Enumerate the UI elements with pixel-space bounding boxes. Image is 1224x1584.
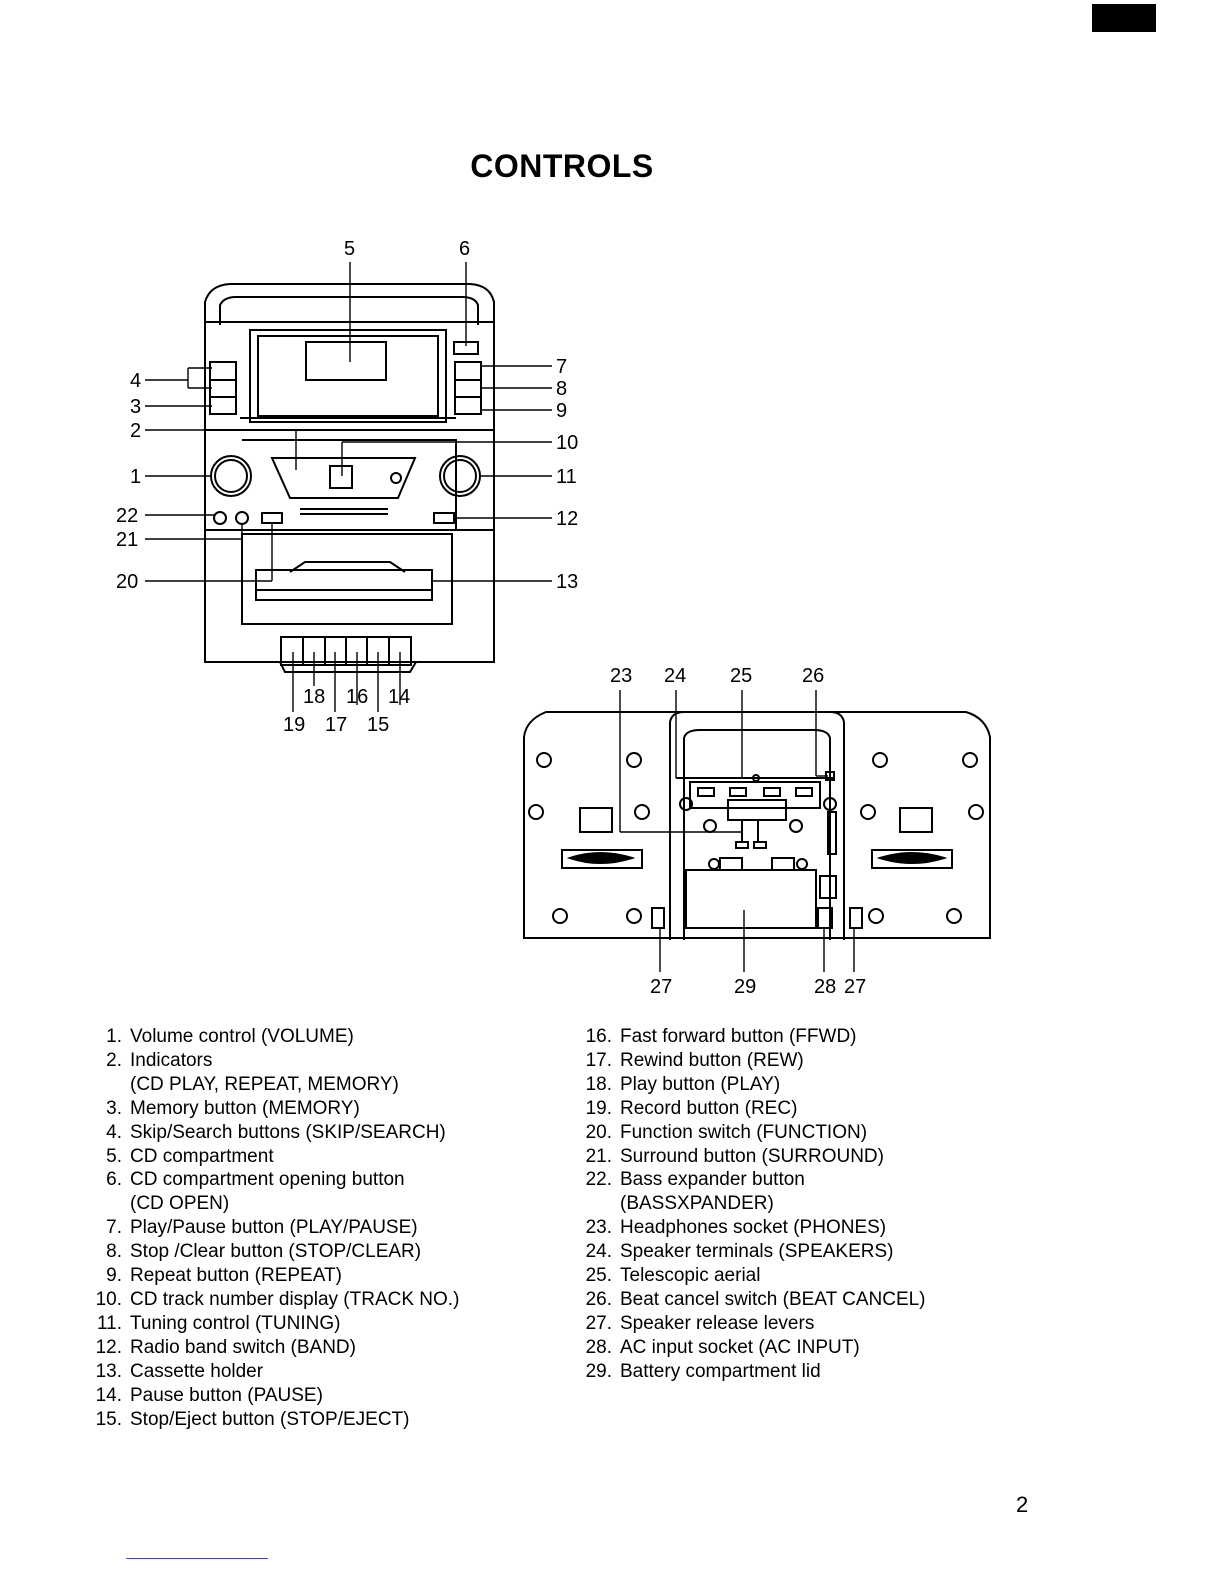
label-8: 8 [556, 378, 567, 400]
list-item: 4.Skip/Search buttons (SKIP/SEARCH) [106, 1121, 446, 1143]
label-25: 25 [730, 665, 752, 687]
label-3: 3 [130, 396, 141, 418]
label-28: 28 [814, 976, 836, 998]
list-item: 23.Headphones socket (PHONES) [585, 1217, 887, 1239]
list-item: 8.Stop /Clear button (STOP/CLEAR) [106, 1241, 422, 1263]
battery-compartment-lid [685, 869, 817, 929]
label-16: 16 [346, 686, 368, 708]
list-item: 16.Fast forward button (FFWD) [585, 1026, 857, 1047]
controls-list-right: 16.Fast forward button (FFWD) 17.Rewind … [580, 1025, 926, 1384]
list-item: 21.Surround button (SURROUND) [585, 1145, 884, 1167]
right-release-lever [849, 907, 863, 929]
label-15: 15 [367, 714, 389, 736]
list-item: 3.Memory button (MEMORY) [106, 1097, 360, 1119]
list-item: 6.CD compartment opening button [106, 1169, 405, 1191]
label-1: 1 [130, 466, 141, 488]
list-item: (CD OPEN) [130, 1193, 230, 1215]
label-27-right: 27 [844, 976, 866, 998]
list-item: 24.Speaker terminals (SPEAKERS) [585, 1241, 894, 1263]
ac-input-socket [817, 907, 833, 929]
cd-compartment-window [305, 341, 387, 381]
label-26: 26 [802, 665, 824, 687]
cd-compartment-lid [249, 329, 447, 423]
list-item: 19.Record button (REC) [585, 1097, 798, 1119]
page-title: CONTROLS [470, 148, 654, 185]
label-23: 23 [610, 665, 632, 687]
control-panel [270, 457, 417, 499]
corner-tab-mark [1092, 4, 1156, 32]
label-2: 2 [130, 420, 141, 442]
list-item: 10.CD track number display (TRACK NO.) [95, 1288, 460, 1310]
label-11: 11 [556, 466, 577, 488]
list-item: 7.Play/Pause button (PLAY/PAUSE) [106, 1217, 418, 1239]
label-18: 18 [303, 686, 325, 708]
list-item: 9.Repeat button (REPEAT) [106, 1265, 342, 1287]
controls-list-left: 1.Volume control (VOLUME) 2.Indicators (… [90, 1025, 460, 1431]
cassette-section-body [204, 529, 495, 663]
list-item: 26.Beat cancel switch (BEAT CANCEL) [585, 1288, 926, 1310]
list-item: 25.Telescopic aerial [585, 1265, 761, 1287]
rear-center-panel [669, 711, 845, 940]
bass-button [213, 511, 227, 525]
list-item: (CD PLAY, REPEAT, MEMORY) [130, 1073, 399, 1095]
list-item: 1.Volume control (VOLUME) [106, 1026, 354, 1047]
label-19: 19 [283, 714, 305, 736]
label-7: 7 [556, 356, 567, 378]
left-release-lever [651, 907, 665, 929]
list-item: 5.CD compartment [106, 1145, 274, 1167]
label-9: 9 [556, 400, 567, 422]
list-item: (BASSXPANDER) [620, 1193, 774, 1215]
label-17: 17 [325, 714, 347, 736]
list-item: 20.Function switch (FUNCTION) [585, 1121, 868, 1143]
label-10: 10 [556, 432, 578, 454]
list-item: 15.Stop/Eject button (STOP/EJECT) [95, 1408, 410, 1430]
list-item: 27.Speaker release levers [585, 1312, 815, 1334]
label-13: 13 [556, 571, 578, 593]
label-6: 6 [459, 238, 470, 260]
page-number: 2 [1016, 1492, 1029, 1517]
label-24: 24 [664, 665, 686, 687]
track-display [329, 465, 353, 489]
headphones-socket [735, 841, 749, 849]
deck-base [205, 661, 494, 673]
left-speaker-terminal [561, 849, 643, 869]
label-29: 29 [734, 976, 756, 998]
cassette-holder [241, 533, 453, 625]
rear-body [523, 711, 991, 939]
footer-rule [126, 1558, 268, 1559]
label-21: 21 [116, 529, 138, 551]
label-14: 14 [388, 686, 410, 708]
label-4: 4 [130, 370, 141, 392]
label-22: 22 [116, 505, 138, 527]
label-12: 12 [556, 508, 578, 530]
list-item: 11.Tuning control (TUNING) [96, 1312, 341, 1334]
list-item: 17.Rewind button (REW) [585, 1049, 804, 1071]
label-20: 20 [116, 571, 138, 593]
list-item: 29.Battery compartment lid [585, 1360, 821, 1382]
label-5: 5 [344, 238, 355, 260]
list-item: 18.Play button (PLAY) [585, 1073, 781, 1095]
list-item: 28.AC input socket (AC INPUT) [585, 1336, 860, 1358]
list-item: 14.Pause button (PAUSE) [95, 1384, 323, 1406]
label-27-left: 27 [650, 976, 672, 998]
list-item: 2.Indicators [106, 1049, 213, 1071]
list-item: 22.Bass expander button [585, 1169, 805, 1191]
list-item: 12.Radio band switch (BAND) [95, 1336, 356, 1358]
list-item: 13.Cassette holder [95, 1360, 264, 1382]
right-speaker-terminal [871, 849, 953, 869]
